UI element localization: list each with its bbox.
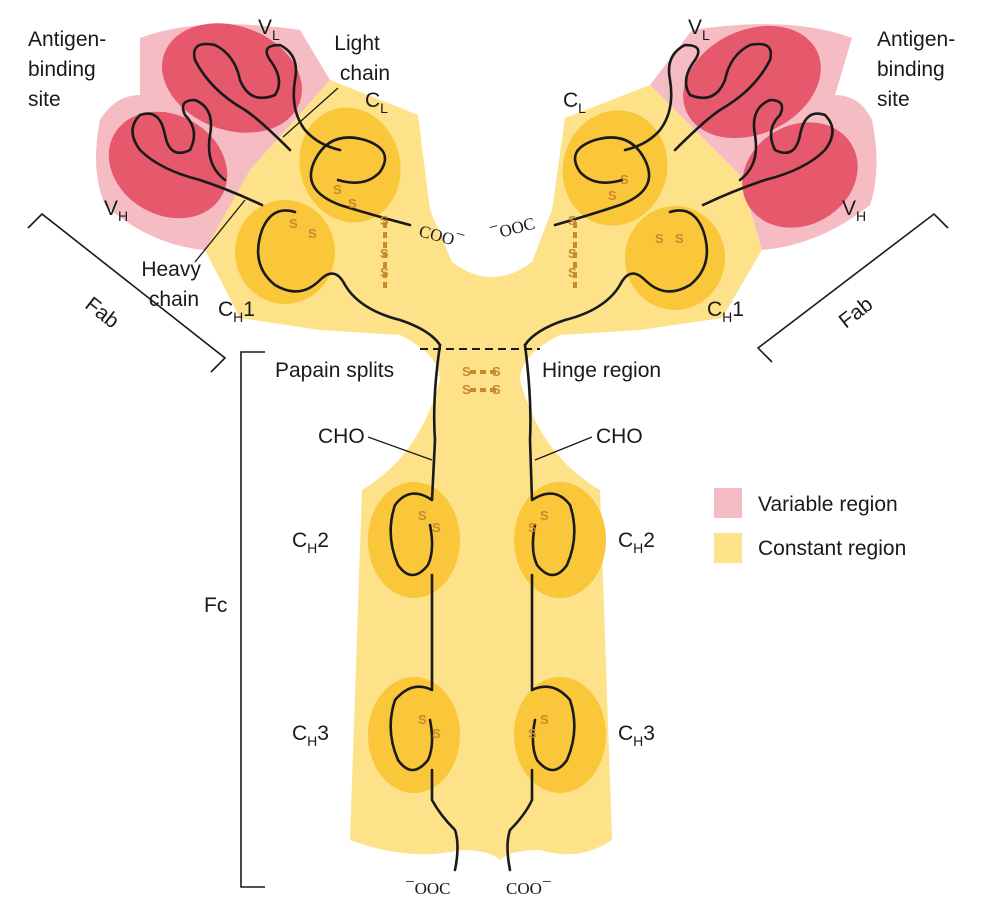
papain-splits-label: Papain splits bbox=[275, 359, 394, 382]
svg-text:S: S bbox=[540, 712, 549, 727]
ch1-left-label: CH1 bbox=[218, 298, 255, 325]
legend-label-constant: Constant region bbox=[758, 537, 906, 560]
svg-text:S: S bbox=[380, 246, 389, 261]
domain-vh-right bbox=[742, 122, 858, 228]
fab-right-label: Fab bbox=[835, 293, 878, 333]
ch3-right-label: CH3 bbox=[618, 722, 655, 749]
fc-chain-right bbox=[506, 343, 576, 872]
hinge-region-label: Hinge region bbox=[542, 359, 661, 382]
domain-cl-left bbox=[299, 107, 401, 223]
svg-text:S: S bbox=[608, 188, 617, 203]
legend-label-variable: Variable region bbox=[758, 493, 898, 516]
domain-vh-left bbox=[108, 111, 228, 219]
fab-left-label: Fab bbox=[81, 293, 124, 333]
vh-left-label: VH bbox=[104, 197, 128, 224]
domain-ch3-left bbox=[368, 677, 460, 793]
fc-label: Fc bbox=[204, 594, 227, 617]
domain-ch1-right bbox=[625, 206, 725, 310]
ooc-terminus-right-light: −OOC bbox=[486, 207, 537, 244]
leader-cho-left bbox=[367, 436, 433, 461]
light-chain-right bbox=[553, 42, 773, 227]
legend: Variable region Constant region bbox=[714, 488, 906, 563]
vh-right-label: VH bbox=[842, 197, 866, 224]
ch2-right-label: CH2 bbox=[618, 529, 655, 556]
ooc-terminus-fc-left: −OOC bbox=[405, 872, 451, 898]
svg-text:S: S bbox=[418, 508, 427, 523]
svg-text:S: S bbox=[568, 265, 577, 280]
ch2-left-label: CH2 bbox=[292, 529, 329, 556]
fc-bracket bbox=[240, 351, 265, 888]
svg-text:S: S bbox=[540, 508, 549, 523]
domain-ch1-left bbox=[235, 200, 335, 304]
heavy-chain-left bbox=[131, 98, 442, 347]
fab-bracket-right bbox=[756, 212, 949, 363]
svg-text:S: S bbox=[432, 520, 441, 535]
cho-left-label: CHO bbox=[318, 425, 365, 448]
domain-ch2-right bbox=[514, 482, 606, 598]
cl-left-label: CL bbox=[365, 89, 388, 116]
svg-text:S: S bbox=[568, 246, 577, 261]
svg-text:S: S bbox=[620, 172, 629, 187]
fab-bracket-left bbox=[27, 212, 227, 373]
leader-light-chain bbox=[282, 87, 339, 138]
domain-cl-right bbox=[562, 110, 668, 226]
domain-ch3-right bbox=[514, 677, 606, 793]
svg-text:S: S bbox=[380, 265, 389, 280]
fc-chain-left bbox=[389, 343, 459, 872]
leader-heavy-chain bbox=[194, 199, 246, 263]
svg-text:S: S bbox=[492, 382, 501, 397]
svg-text:S: S bbox=[418, 712, 427, 727]
svg-text:S: S bbox=[528, 726, 537, 741]
svg-text:S: S bbox=[289, 216, 298, 231]
domain-vl-right bbox=[683, 25, 821, 139]
vl-left-label: VL bbox=[258, 16, 280, 43]
svg-text:S: S bbox=[432, 726, 441, 741]
ss-labels: S S S S S S S S S S S S S S S S S S S S … bbox=[289, 172, 684, 741]
cl-right-label: CL bbox=[563, 89, 586, 116]
constant-region-body bbox=[205, 80, 762, 860]
svg-text:S: S bbox=[333, 182, 342, 197]
svg-text:S: S bbox=[348, 196, 357, 211]
domain-ch2-left bbox=[368, 482, 460, 598]
svg-text:S: S bbox=[528, 520, 537, 535]
light-chain-label: Light chain bbox=[334, 32, 390, 85]
legend-swatch-variable bbox=[714, 488, 742, 518]
svg-text:S: S bbox=[568, 213, 577, 228]
ch3-left-label: CH3 bbox=[292, 722, 329, 749]
leader-cho-right bbox=[534, 436, 593, 461]
light-chain-left bbox=[192, 42, 412, 227]
svg-text:S: S bbox=[462, 364, 471, 379]
svg-text:S: S bbox=[308, 226, 317, 241]
antigen-binding-site-left-label: Antigen- binding site bbox=[28, 28, 112, 111]
svg-text:S: S bbox=[462, 382, 471, 397]
svg-text:S: S bbox=[492, 364, 501, 379]
heavy-chain-right bbox=[523, 98, 834, 347]
antigen-binding-site-right-label: Antigen- binding site bbox=[877, 28, 961, 111]
svg-text:S: S bbox=[675, 231, 684, 246]
legend-swatch-constant bbox=[714, 533, 742, 563]
ch1-right-label: CH1 bbox=[707, 298, 744, 325]
coo-terminus-fc-right: COO− bbox=[506, 872, 552, 898]
vl-right-label: VL bbox=[688, 16, 710, 43]
svg-text:S: S bbox=[380, 213, 389, 228]
cho-right-label: CHO bbox=[596, 425, 643, 448]
heavy-chain-label: Heavy chain bbox=[141, 258, 206, 311]
svg-text:S: S bbox=[655, 231, 664, 246]
